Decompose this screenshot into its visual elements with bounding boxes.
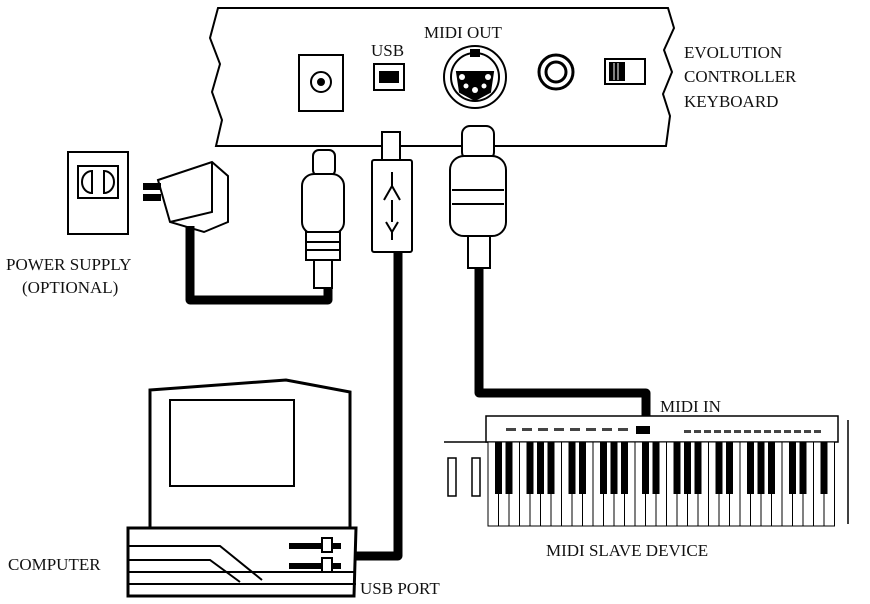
black-key xyxy=(621,442,628,494)
panel-button xyxy=(704,430,711,433)
panel-button xyxy=(522,428,532,431)
midi-plug xyxy=(449,125,507,269)
black-key xyxy=(610,442,618,494)
black-key xyxy=(579,442,586,494)
panel-button xyxy=(794,430,801,433)
black-key xyxy=(526,442,534,494)
usb-label: USB xyxy=(371,41,404,60)
panel-button xyxy=(602,428,612,431)
black-key xyxy=(537,442,544,494)
control-panel-marks xyxy=(506,426,821,434)
panel-button xyxy=(784,430,791,433)
panel-button xyxy=(724,430,731,433)
sustain-jack xyxy=(537,53,575,91)
black-key xyxy=(684,442,691,494)
black-key xyxy=(652,442,660,494)
panel-button xyxy=(684,430,691,433)
panel-button xyxy=(754,430,761,433)
usb-plug xyxy=(371,131,413,253)
black-key xyxy=(547,442,555,494)
power-supply-label-line1: POWER SUPPLY xyxy=(6,255,131,274)
midi-out-port xyxy=(443,45,507,109)
panel-button xyxy=(744,430,751,433)
dc-plug xyxy=(301,149,345,289)
usb-cable xyxy=(352,250,403,561)
black-key xyxy=(505,442,513,494)
midi-slave-keyboard xyxy=(444,415,849,527)
midi-in-jack xyxy=(636,426,650,434)
power-switch xyxy=(604,58,646,85)
usb-port-label: USB PORT xyxy=(360,579,440,598)
panel-button xyxy=(804,430,811,433)
panel-button xyxy=(586,428,596,431)
midi-in-label: MIDI IN xyxy=(660,397,721,416)
black-key xyxy=(799,442,807,494)
black-key xyxy=(673,442,681,494)
black-key xyxy=(726,442,733,494)
panel-button xyxy=(554,428,564,431)
wall-outlet xyxy=(67,151,129,235)
panel-button xyxy=(618,428,628,431)
panel-button xyxy=(714,430,721,433)
black-key xyxy=(820,442,828,494)
piano-keys xyxy=(487,441,835,527)
black-key xyxy=(789,442,796,494)
black-key xyxy=(768,442,775,494)
black-key xyxy=(694,442,702,494)
dc-power-jack xyxy=(298,54,344,112)
computer-label: COMPUTER xyxy=(8,555,101,574)
black-key xyxy=(642,442,649,494)
power-cable xyxy=(185,226,333,305)
panel-button xyxy=(764,430,771,433)
panel-button xyxy=(734,430,741,433)
midi-slave-device-label: MIDI SLAVE DEVICE xyxy=(546,541,708,560)
computer xyxy=(126,378,358,598)
black-key xyxy=(568,442,576,494)
panel-button xyxy=(506,428,516,431)
black-key xyxy=(747,442,754,494)
power-adapter xyxy=(143,160,229,234)
midi-out-label: MIDI OUT xyxy=(424,23,503,42)
monitor-screen xyxy=(169,399,295,487)
panel-button xyxy=(814,430,821,433)
keyboard-label-line2: CONTROLLER xyxy=(684,67,797,86)
panel-button xyxy=(538,428,548,431)
black-key xyxy=(715,442,723,494)
black-key xyxy=(757,442,765,494)
power-supply-label-line2: (OPTIONAL) xyxy=(22,278,118,297)
black-key xyxy=(495,442,502,494)
midi-cable xyxy=(474,268,651,420)
panel-button xyxy=(570,428,580,431)
usb-port-panel xyxy=(373,63,405,91)
keyboard-label-line1: EVOLUTION xyxy=(684,43,782,62)
keyboard-label-line3: KEYBOARD xyxy=(684,92,778,111)
black-key xyxy=(600,442,607,494)
panel-button xyxy=(774,430,781,433)
panel-button xyxy=(694,430,701,433)
